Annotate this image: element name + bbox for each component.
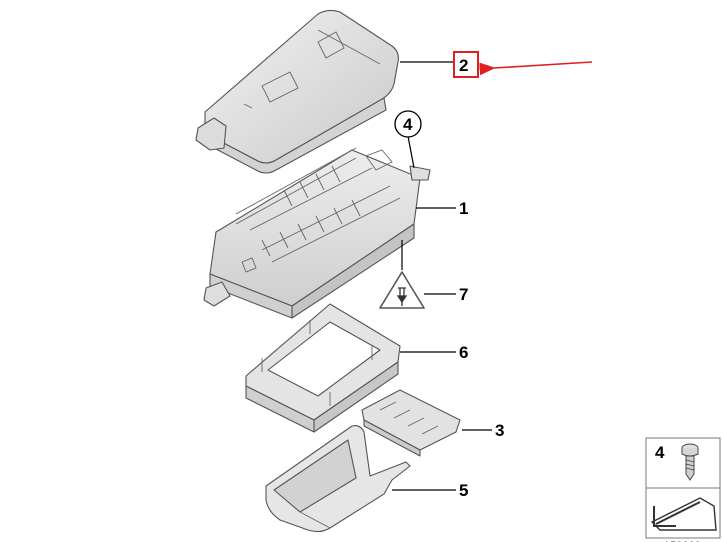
screw-legend: 4 (645, 437, 721, 539)
warning-triangle-icon (379, 271, 425, 309)
part-5-tray[interactable] (265, 425, 411, 533)
part-2-cover[interactable] (195, 9, 399, 174)
callout-2[interactable]: 2 (459, 56, 468, 75)
callout-4[interactable]: 4 (403, 115, 413, 134)
arrow-logo-icon (650, 497, 717, 531)
part-1-fuse-box[interactable] (203, 147, 431, 319)
part-6-frame[interactable] (245, 303, 401, 433)
callout-7[interactable]: 7 (459, 285, 468, 304)
part-3-plate[interactable] (361, 389, 461, 457)
screw-icon (681, 443, 699, 481)
image-number: 150000 (664, 540, 701, 542)
highlight-box (453, 51, 479, 78)
callout-5[interactable]: 5 (459, 481, 468, 500)
legend-label-4: 4 (655, 443, 665, 462)
callout-1[interactable]: 1 (459, 199, 468, 218)
leader-lines (392, 61, 492, 491)
callout-3[interactable]: 3 (495, 421, 504, 440)
highlight-arrow (479, 61, 593, 76)
callout-4-circle (394, 110, 422, 138)
callout-6[interactable]: 6 (459, 343, 468, 362)
